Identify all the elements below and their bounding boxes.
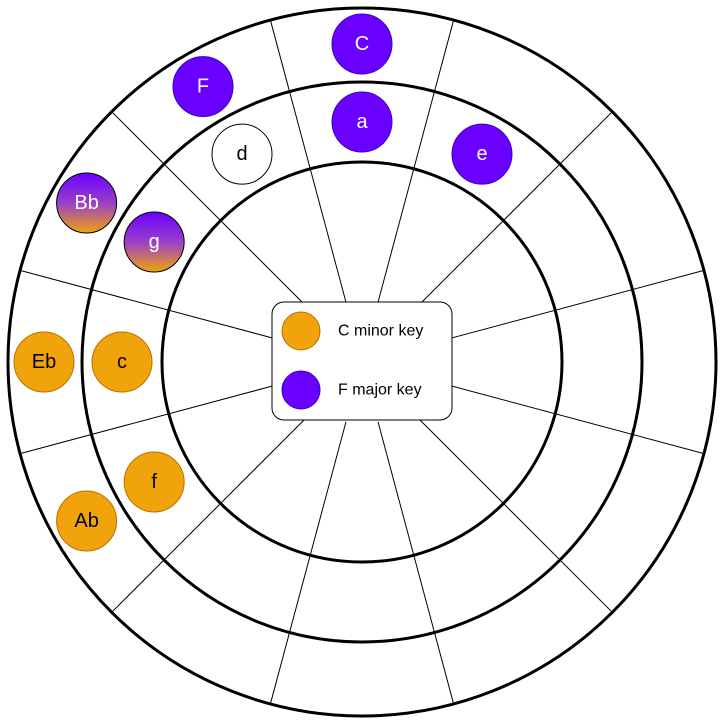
segment-divider bbox=[405, 111, 613, 319]
note-d-middle: d bbox=[211, 123, 273, 185]
segment-divider bbox=[421, 269, 705, 347]
note-eb-outer: Eb bbox=[13, 331, 75, 393]
note-circle bbox=[56, 490, 118, 552]
note-label: Eb bbox=[32, 351, 56, 373]
note-f-middle: f bbox=[123, 451, 185, 513]
outer-ring bbox=[6, 6, 718, 718]
note-label: F bbox=[197, 76, 209, 98]
note-circle bbox=[13, 331, 75, 393]
note-e-middle: e bbox=[451, 123, 513, 185]
legend-swatch-major bbox=[281, 370, 321, 410]
note-circle bbox=[331, 13, 393, 75]
legend-label-major: F major key bbox=[338, 382, 422, 399]
note-ab-outer: Ab bbox=[56, 490, 118, 552]
note-label: d bbox=[236, 143, 247, 165]
segment-divider bbox=[421, 377, 705, 455]
legend-label-minor: C minor key bbox=[338, 323, 423, 340]
note-bb-outer: Bb bbox=[56, 172, 118, 234]
legend-swatch-minor bbox=[281, 311, 321, 351]
segment-divider bbox=[269, 421, 347, 705]
legend: C minor key F major key bbox=[271, 301, 453, 421]
segment-divider bbox=[19, 377, 303, 455]
segment-divider bbox=[377, 421, 455, 705]
note-label: g bbox=[149, 231, 160, 253]
segment-divider bbox=[377, 19, 455, 303]
segment-dividers bbox=[19, 19, 705, 705]
inner-ring bbox=[160, 160, 564, 564]
segment-divider bbox=[19, 269, 303, 347]
note-f-outer: F bbox=[172, 56, 234, 118]
segment-divider bbox=[111, 405, 319, 613]
note-g-middle: g bbox=[123, 211, 185, 273]
note-c-outer: C bbox=[331, 13, 393, 75]
note-label: Bb bbox=[74, 192, 98, 214]
note-a-middle: a bbox=[331, 91, 393, 153]
segment-divider bbox=[269, 19, 347, 303]
note-label: Ab bbox=[74, 510, 98, 532]
note-circle bbox=[451, 123, 513, 185]
note-circle bbox=[331, 91, 393, 153]
note-circle bbox=[123, 451, 185, 513]
note-circle bbox=[123, 211, 185, 273]
note-label: C bbox=[355, 33, 369, 55]
segment-divider bbox=[111, 111, 319, 319]
note-label: c bbox=[117, 351, 127, 373]
note-circle bbox=[172, 56, 234, 118]
middle-ring bbox=[80, 80, 644, 644]
note-label: a bbox=[356, 111, 368, 133]
note-label: f bbox=[151, 471, 157, 493]
note-circle bbox=[91, 331, 153, 393]
note-circle bbox=[211, 123, 273, 185]
segment-divider bbox=[405, 405, 613, 613]
note-label: e bbox=[476, 143, 487, 165]
note-circle bbox=[56, 172, 118, 234]
note-c-middle: c bbox=[91, 331, 153, 393]
